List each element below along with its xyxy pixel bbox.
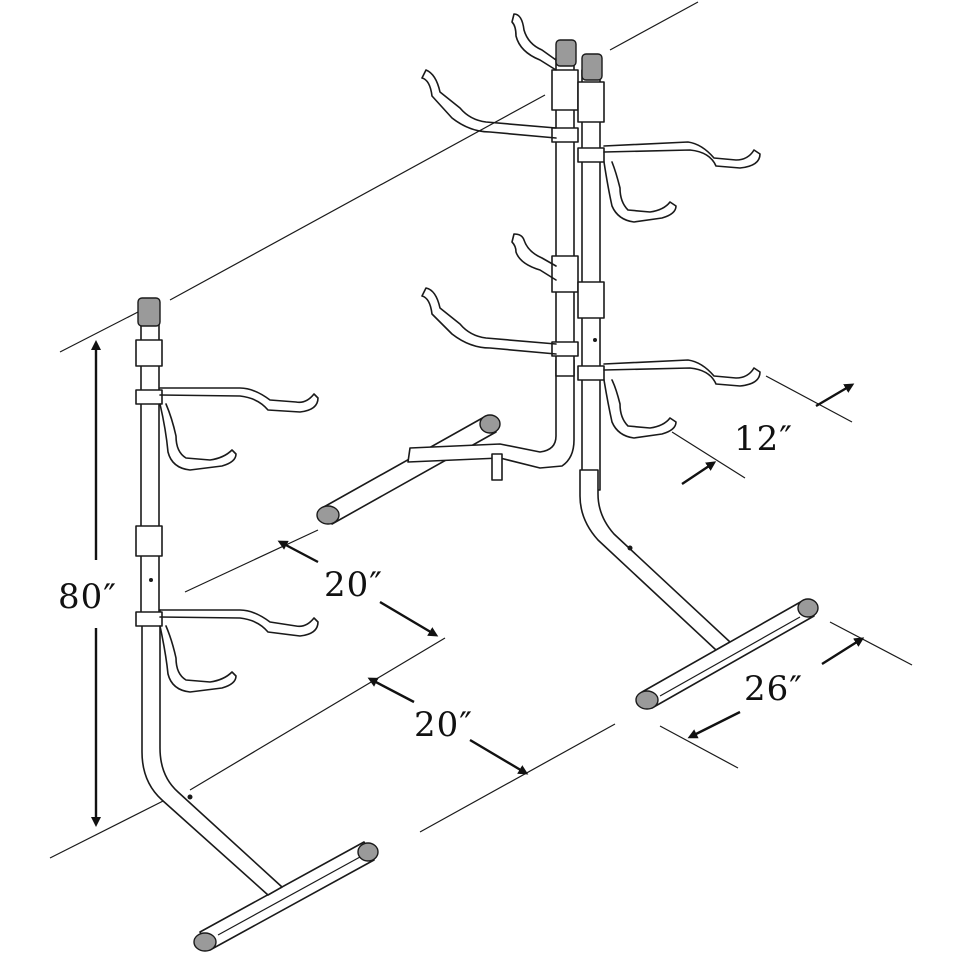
arm-length-arrow-bottom xyxy=(681,461,717,485)
rear-lower-hook-long xyxy=(421,287,557,355)
upper-spacing-arrow-left xyxy=(277,540,319,564)
front-pole xyxy=(581,69,601,491)
left-pole xyxy=(140,321,160,623)
front-upper-hook-long xyxy=(603,141,761,169)
extension-lines xyxy=(49,1,913,859)
arm-length-arrow-top xyxy=(815,383,855,408)
base-width-arrow-right xyxy=(821,637,865,666)
rear-upper-hook-long xyxy=(421,69,557,139)
left-lower-arm-back xyxy=(159,625,237,693)
middle-base xyxy=(316,359,575,525)
upper-spacing-label: 20″ xyxy=(324,565,383,605)
base-width-arrow-left xyxy=(687,710,741,739)
left-upper-arm-back xyxy=(159,403,237,471)
middle-base-connector xyxy=(407,359,575,469)
base-width-label: 26″ xyxy=(744,669,803,709)
lower-spacing-label: 20″ xyxy=(414,705,473,745)
lower-spacing-arrow-right xyxy=(469,738,529,775)
right-base-end-cap xyxy=(635,690,659,710)
dimension-arrows xyxy=(91,340,865,827)
front-lower-hook-long xyxy=(603,359,761,387)
rear-upper-hook-short xyxy=(511,13,557,71)
left-upper-arm-front xyxy=(159,387,319,413)
arm-length-label: 12″ xyxy=(734,419,793,459)
right-rack xyxy=(421,13,819,710)
lower-spacing-arrow-left xyxy=(367,677,415,704)
left-lower-arm-front xyxy=(159,609,319,637)
middle-base-bar xyxy=(321,415,497,525)
front-upper-hook-short xyxy=(603,161,677,223)
height-label: 80″ xyxy=(58,577,117,617)
right-leg xyxy=(579,469,731,651)
front-pole-top-cap xyxy=(581,53,603,81)
rear-lower-hook-short xyxy=(511,233,557,281)
upper-spacing-arrow-right xyxy=(379,600,439,637)
left-pole-top-cap xyxy=(137,297,161,327)
middle-base-end-cap xyxy=(316,505,340,525)
front-lower-hook-short xyxy=(603,379,677,439)
left-rack xyxy=(135,297,379,952)
left-base-end-cap xyxy=(193,932,217,952)
left-leg xyxy=(141,609,283,896)
rear-pole-top-cap xyxy=(555,39,577,67)
left-base-end-cap-2 xyxy=(357,842,379,862)
middle-base-end-cap-2 xyxy=(479,414,501,434)
right-base-end-cap-2 xyxy=(797,598,819,618)
